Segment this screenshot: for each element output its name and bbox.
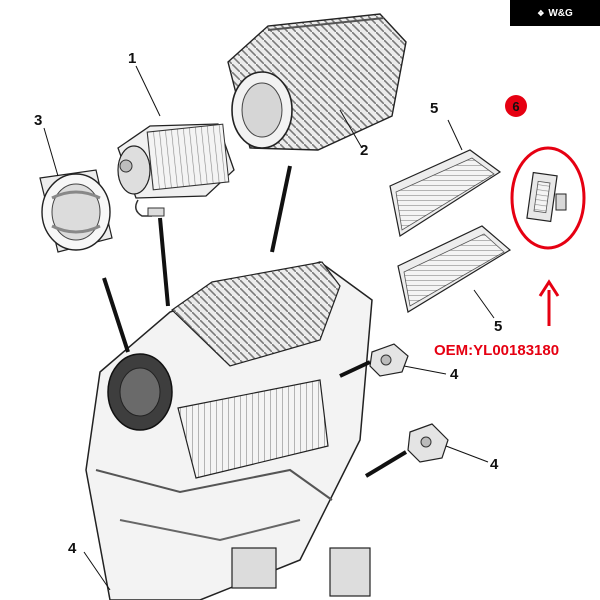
part-3-ring-housing [39,169,113,253]
callout-4-upper: 4 [450,366,459,383]
callout-5-top: 5 [430,100,439,117]
highlight-circle [510,146,586,250]
part-5-filter-top [389,149,502,237]
leader-lines [43,65,495,591]
hvac-assembly [85,261,373,600]
callout-3: 3 [34,112,43,129]
part-1-blower-motor [117,123,235,217]
red-arrow-icon [538,279,560,326]
part-6-sensor [526,171,567,223]
brand-text: W&G [548,7,573,19]
callout-4-left: 4 [68,540,77,557]
callout-2: 2 [360,142,369,159]
callout-6-badge: 6 [505,95,527,117]
part-4-actuator-right-top [369,343,409,377]
callout-4-lower: 4 [490,456,499,473]
oem-part-number: OEM:YL00183180 [434,342,560,359]
callout-5-bottom: 5 [494,318,503,335]
part-2-air-duct [227,13,407,151]
explode-lines [102,165,408,478]
brand-logo: ❖ W&G [510,0,600,26]
callout-1: 1 [128,50,137,67]
part-4-actuator-right-bottom [407,423,449,463]
part-5-filter-bottom [397,225,512,313]
wings-logo-icon: ❖ [537,8,545,18]
